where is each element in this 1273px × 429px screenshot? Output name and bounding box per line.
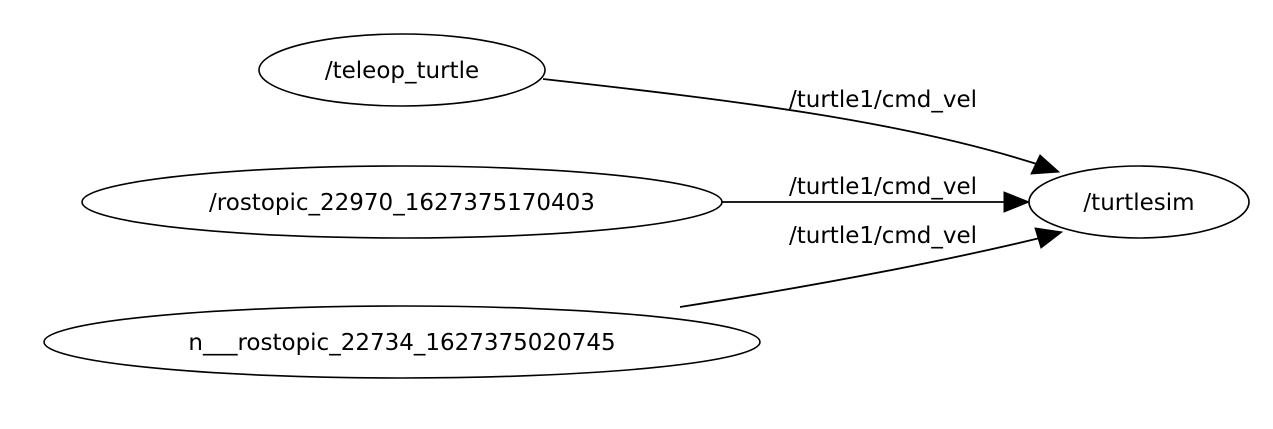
edge-arrowhead xyxy=(1034,227,1064,249)
edge-teleop-to-turtlesim: /turtle1/cmd_vel xyxy=(542,78,1061,175)
node-teleop-turtle[interactable]: /teleop_turtle xyxy=(258,33,546,107)
edge-line xyxy=(542,78,1041,166)
edge-arrowhead xyxy=(1003,191,1031,213)
node-ellipse xyxy=(43,305,761,379)
edge-label: /turtle1/cmd_vel xyxy=(789,174,977,200)
edge-rostopic-22734-to-turtlesim: /turtle1/cmd_vel xyxy=(679,223,1064,308)
edge-label: /turtle1/cmd_vel xyxy=(789,223,977,249)
node-label: /turtlesim xyxy=(1083,190,1194,216)
edge-arrowhead xyxy=(1030,154,1061,175)
edge-label: /turtle1/cmd_vel xyxy=(789,87,977,113)
edge-line xyxy=(679,237,1041,308)
node-label: /rostopic_22970_1627375170403 xyxy=(209,190,595,216)
node-label: /teleop_turtle xyxy=(325,58,479,84)
node-ellipse xyxy=(81,165,723,239)
node-label: n___rostopic_22734_1627375020745 xyxy=(188,330,615,356)
node-ellipse xyxy=(1028,165,1250,239)
node-turtlesim[interactable]: /turtlesim xyxy=(1028,165,1250,239)
node-rostopic-22970[interactable]: /rostopic_22970_1627375170403 xyxy=(81,165,723,239)
node-ellipse xyxy=(258,33,546,107)
edge-rostopic-22970-to-turtlesim: /turtle1/cmd_vel xyxy=(720,174,1031,213)
node-rostopic-22734[interactable]: n___rostopic_22734_1627375020745 xyxy=(43,305,761,379)
